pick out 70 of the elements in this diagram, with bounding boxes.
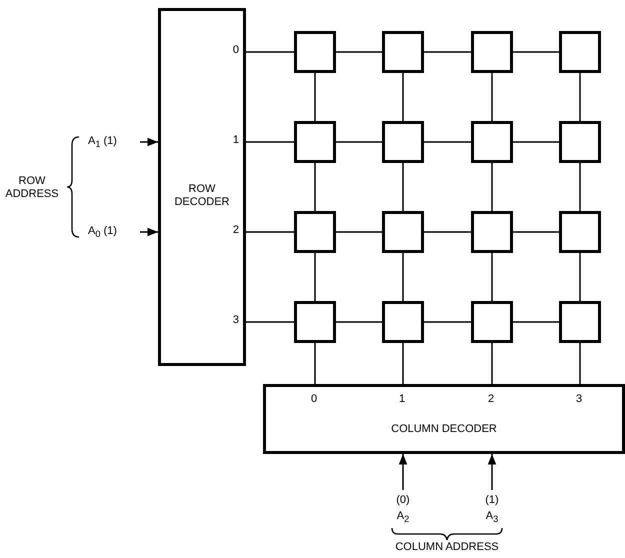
connector-line — [314, 163, 316, 211]
connector-line — [246, 141, 294, 143]
connector-line — [246, 321, 294, 323]
connector-line — [491, 253, 493, 301]
connector-line — [491, 343, 493, 384]
address-bit-label: (0) A$_{2}$ — [395, 493, 411, 526]
memory-cell-box — [382, 301, 424, 343]
output-number: 0 — [232, 44, 239, 57]
connector-line — [513, 321, 559, 323]
memory-cell-box — [471, 301, 513, 343]
output-number: 1 — [399, 393, 406, 406]
output-number: 0 — [311, 393, 318, 406]
address-bit-label: (1) A$_{3}$ — [484, 493, 500, 526]
memory-cell-box — [382, 121, 424, 163]
arrow — [140, 228, 158, 236]
memory-cell-box — [294, 31, 336, 73]
connector-line — [336, 321, 382, 323]
connector-line — [424, 141, 471, 143]
connector-line — [314, 343, 316, 384]
output-number: 1 — [232, 134, 239, 147]
output-number: 3 — [232, 314, 239, 327]
connector-line — [336, 51, 382, 53]
output-number: 2 — [232, 224, 239, 237]
connector-line — [314, 73, 316, 121]
connector-line — [491, 73, 493, 121]
connector-line — [424, 51, 471, 53]
address-group-label: ROW ADDRESS — [4, 175, 60, 201]
memory-cell-box — [559, 301, 601, 343]
connector-line — [246, 51, 294, 53]
connector-line — [336, 231, 382, 233]
memory-cell-box — [471, 121, 513, 163]
connector-line — [579, 343, 581, 384]
memory-cell-box — [559, 121, 601, 163]
memory-cell-box — [559, 211, 601, 253]
memory-cell-box — [294, 121, 336, 163]
connector-line — [402, 343, 404, 384]
connector-line — [402, 73, 404, 121]
connector-line — [513, 231, 559, 233]
memory-cell-box — [382, 211, 424, 253]
address-bit-label: A$_{1}$ (1) — [88, 135, 118, 152]
connector-line — [579, 73, 581, 121]
connector-line — [579, 253, 581, 301]
connector-line — [513, 51, 559, 53]
memory-cell-box — [559, 31, 601, 73]
connector-line — [424, 231, 471, 233]
connector-line — [491, 163, 493, 211]
memory-cell-box — [382, 31, 424, 73]
memory-cell-box — [294, 301, 336, 343]
connector-line — [336, 141, 382, 143]
decoder-label: COLUMN DECODER — [390, 423, 498, 436]
connector-line — [314, 253, 316, 301]
decoder-label: ROW DECODER — [173, 183, 230, 209]
memory-cell-box — [471, 31, 513, 73]
address-group-label: COLUMN ADDRESS — [394, 541, 500, 554]
arrow — [488, 454, 496, 490]
connector-line — [579, 163, 581, 211]
column-decoder-box — [263, 384, 625, 454]
connector-line — [424, 321, 471, 323]
memory-cell-box — [471, 211, 513, 253]
arrow — [398, 454, 408, 490]
output-number: 2 — [488, 393, 494, 406]
address-bit-label: A$_{0}$ (1) — [88, 225, 118, 242]
connector-line — [246, 231, 294, 233]
connector-line — [402, 253, 404, 301]
connector-line — [513, 141, 559, 143]
arrow — [140, 138, 158, 146]
row-decoder-box — [158, 8, 246, 366]
output-number: 3 — [576, 393, 582, 406]
connector-line — [402, 163, 404, 211]
memory-cell-box — [294, 211, 336, 253]
